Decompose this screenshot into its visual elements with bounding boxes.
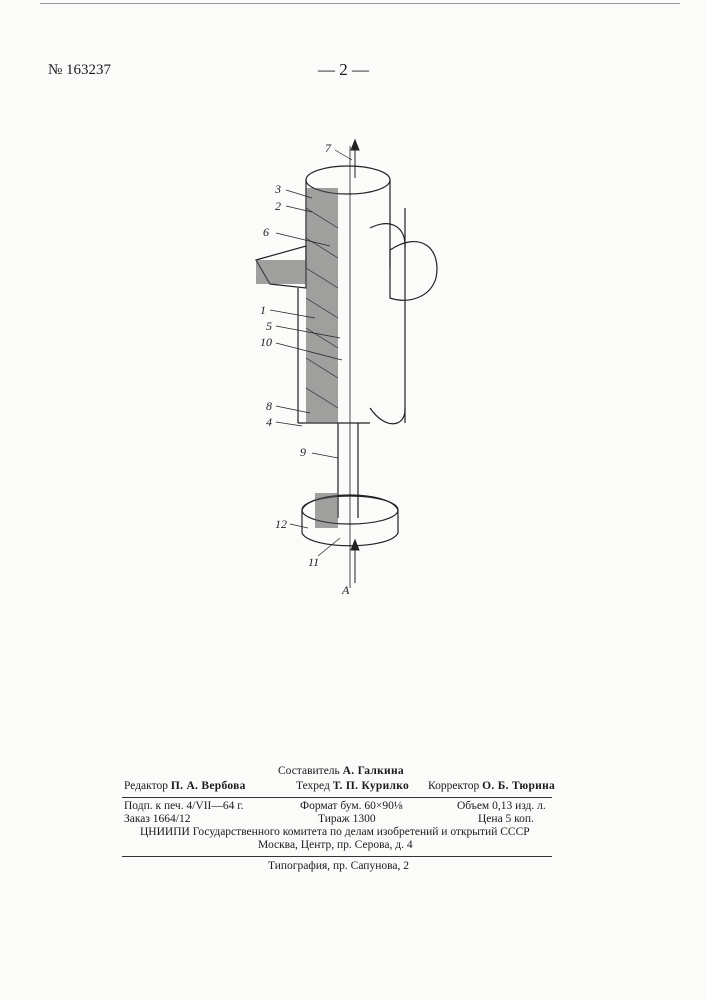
label-9: 9 — [300, 445, 306, 459]
technical-drawing: 7 3 2 6 1 5 10 8 4 9 12 11 A — [230, 138, 450, 608]
signed-date: Подп. к печ. 4/VII—64 г. — [124, 800, 244, 812]
label-5: 5 — [266, 319, 272, 333]
label-A: A — [341, 583, 350, 597]
page-number: — 2 — — [318, 60, 369, 80]
label-2: 2 — [275, 199, 281, 213]
imprint-rule-bottom — [122, 856, 552, 857]
imprint-rule-top — [122, 797, 552, 798]
institute: ЦНИИПИ Государственного комитета по дела… — [140, 826, 530, 838]
circulation: Тираж 1300 — [318, 813, 376, 825]
order-number: Заказ 1664/12 — [124, 813, 191, 825]
label-6: 6 — [263, 225, 269, 239]
label-1: 1 — [260, 303, 266, 317]
price: Цена 5 коп. — [478, 813, 534, 825]
techred-line: Техред Т. П. Курилко — [296, 780, 409, 792]
label-7: 7 — [325, 141, 332, 155]
label-10: 10 — [260, 335, 272, 349]
editor-line: Редактор П. А. Вербова — [124, 780, 246, 792]
top-rule — [40, 3, 680, 4]
printing-house: Типография, пр. Сапунова, 2 — [268, 860, 409, 872]
patent-number: № 163237 — [48, 62, 111, 79]
paper-format: Формат бум. 60×90⅛ — [300, 800, 402, 812]
label-3: 3 — [274, 182, 281, 196]
label-11: 11 — [308, 555, 319, 569]
composer-line: Составитель А. Галкина — [278, 765, 404, 777]
label-12: 12 — [275, 517, 287, 531]
address: Москва, Центр, пр. Серова, д. 4 — [258, 839, 413, 851]
label-4: 4 — [266, 415, 272, 429]
label-8: 8 — [266, 399, 272, 413]
corrector-line: Корректор О. Б. Тюрина — [428, 780, 555, 792]
volume: Объем 0,13 изд. л. — [457, 800, 546, 812]
